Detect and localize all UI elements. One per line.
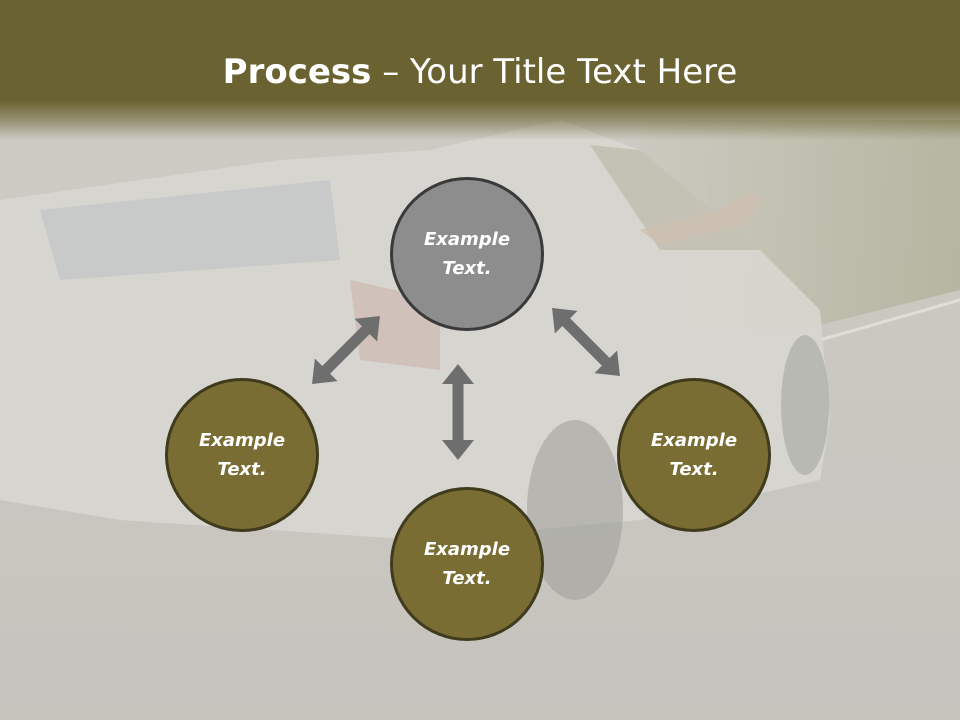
node-bottom-label: Example Text. [423, 539, 511, 589]
node-top: Example Text. [390, 177, 544, 331]
slide-title: Process – Your Title Text Here [0, 52, 960, 92]
title-bold: Process [222, 52, 372, 92]
arrow-top-left [312, 316, 380, 384]
node-left-label: Example Text. [198, 430, 286, 480]
node-right: Example Text. [617, 378, 771, 532]
node-left: Example Text. [165, 378, 319, 532]
title-bar: Process – Your Title Text Here [0, 0, 960, 140]
arrow-vertical [442, 364, 474, 460]
title-dash: – [371, 52, 411, 92]
node-bottom: Example Text. [390, 487, 544, 641]
arrow-top-right [552, 308, 620, 376]
node-top-label: Example Text. [423, 229, 511, 279]
node-right-label: Example Text. [650, 430, 738, 480]
title-rest: Your Title Text Here [410, 52, 738, 92]
